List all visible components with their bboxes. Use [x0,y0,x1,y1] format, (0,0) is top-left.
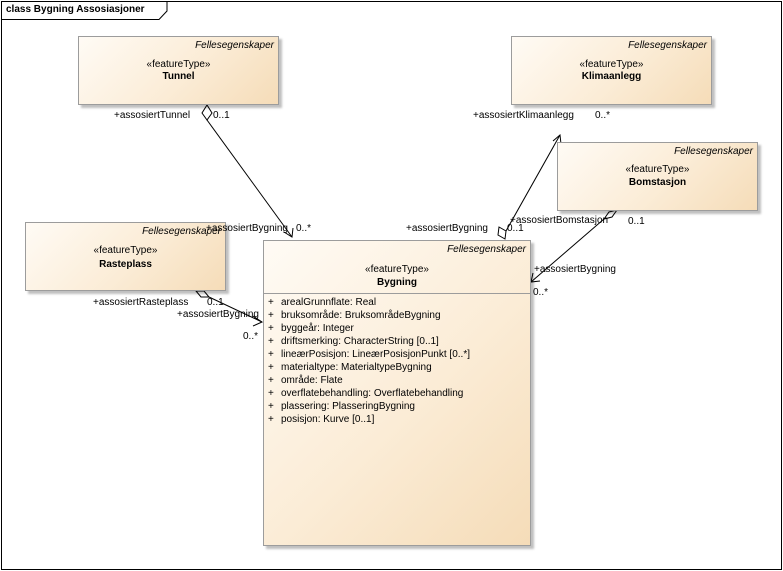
package-label: Fellesegenskaper [628,40,707,51]
class-bomstasjon[interactable]: Fellesegenskaper «featureType» Bomstasjo… [557,142,758,211]
class-name: Tunnel [162,71,195,82]
class-rasteplass[interactable]: Fellesegenskaper «featureType» Rasteplas… [25,222,226,291]
package-label: Fellesegenskaper [674,146,753,157]
attribute-text: område: Flate [281,375,343,386]
association-klimaanlegg [497,134,562,240]
association-bomstasjon [530,209,619,283]
association-rasteplass [194,290,264,327]
class-name: Klimaanlegg [581,71,642,82]
attribute-text: driftsmerking: CharacterString [0..1] [281,336,439,347]
attribute-text: arealGrunnflate: Real [281,297,377,308]
visibility-marker: + [268,336,274,347]
attribute-text: byggeår: Integer [281,323,354,334]
attribute-divider [264,293,530,294]
visibility-marker: + [268,401,274,412]
attribute-text: materialtype: MaterialtypeBygning [281,362,432,373]
stereotype-label: «featureType» [625,164,690,175]
attribute-row[interactable]: + plassering: PlasseringBygning [268,401,415,412]
package-label: Fellesegenskaper [447,244,526,255]
attribute-text: bruksområde: BruksområdeBygning [281,310,441,321]
visibility-marker: + [268,414,274,425]
mult-rasteplass-target: 0..* [243,331,259,342]
attribute-row[interactable]: + materialtype: MaterialtypeBygning [268,362,432,373]
visibility-marker: + [268,375,274,386]
association-tunnel [201,104,294,238]
package-label: Fellesegenskaper [195,40,274,51]
mult-bomstasjon-target: 0..* [533,287,549,298]
role-assosiert-rasteplass: +assosiertRasteplass [93,297,189,308]
attribute-row[interactable]: + posisjon: Kurve [0..1] [268,414,374,425]
attribute-row[interactable]: + driftsmerking: CharacterString [0..1] [268,336,439,347]
stereotype-label: «featureType» [579,59,644,70]
mult-klimaanlegg-target: 0..1 [507,223,524,234]
attribute-row[interactable]: + bruksområde: BruksområdeBygning [268,310,441,321]
attribute-row[interactable]: + byggeår: Integer [268,323,354,334]
attribute-text: overflatebehandling: Overflatebehandling [281,388,464,399]
attribute-row[interactable]: + overflatebehandling: Overflatebehandlin… [268,388,463,399]
class-bygning[interactable]: Fellesegenskaper «featureType» Bygning +… [263,240,531,546]
class-tunnel[interactable]: Fellesegenskaper «featureType» Tunnel [78,36,279,105]
attribute-text: plassering: PlasseringBygning [281,401,415,412]
role-tunnel-assosiert-bygning: +assosiertBygning [206,223,288,234]
visibility-marker: + [268,323,274,334]
mult-bomstasjon-source: 0..1 [628,216,645,227]
mult-tunnel-target: 0..* [296,223,312,234]
frame-tab-outline [1,1,168,20]
role-assosiert-klimaanlegg: +assosiertKlimaanlegg [473,110,574,121]
stereotype-label: «featureType» [365,264,429,275]
visibility-marker: + [268,297,274,308]
stereotype-label: «featureType» [93,245,158,256]
role-rasteplass-assosiert-bygning: +assosiertBygning [177,309,259,320]
visibility-marker: + [268,310,274,321]
attribute-text: posisjon: Kurve [0..1] [281,414,375,425]
mult-rasteplass-source: 0..1 [207,297,224,308]
mult-klimaanlegg-source: 0..* [595,110,611,121]
class-name: Rasteplass [99,259,152,270]
visibility-marker: + [268,388,274,399]
stereotype-label: «featureType» [146,59,211,70]
attribute-row[interactable]: + lineærPosisjon: LineærPosisjonPunkt [0.… [268,349,470,360]
visibility-marker: + [268,362,274,373]
role-bomstasjon-assosiert-bygning: +assosiertBygning [534,264,616,275]
class-name: Bygning [377,277,417,288]
attribute-row[interactable]: + område: Flate [268,375,343,386]
class-klimaanlegg[interactable]: Fellesegenskaper «featureType» Klimaanle… [511,36,712,105]
visibility-marker: + [268,349,274,360]
attribute-text: lineærPosisjon: LineærPosisjonPunkt [0..… [281,349,470,360]
package-label: Fellesegenskaper [142,226,221,237]
role-assosiert-bomstasjon: +assosiertBomstasjon [510,215,609,226]
class-name: Bomstasjon [628,177,687,188]
role-assosiert-tunnel: +assosiertTunnel [114,110,191,121]
diagram-title: class Bygning Assosiasjoner [6,4,145,15]
role-klimaanlegg-assosiert-bygning: +assosiertBygning [406,223,488,234]
attribute-row[interactable]: + arealGrunnflate: Real [268,297,376,308]
mult-tunnel-source: 0..1 [213,110,230,121]
